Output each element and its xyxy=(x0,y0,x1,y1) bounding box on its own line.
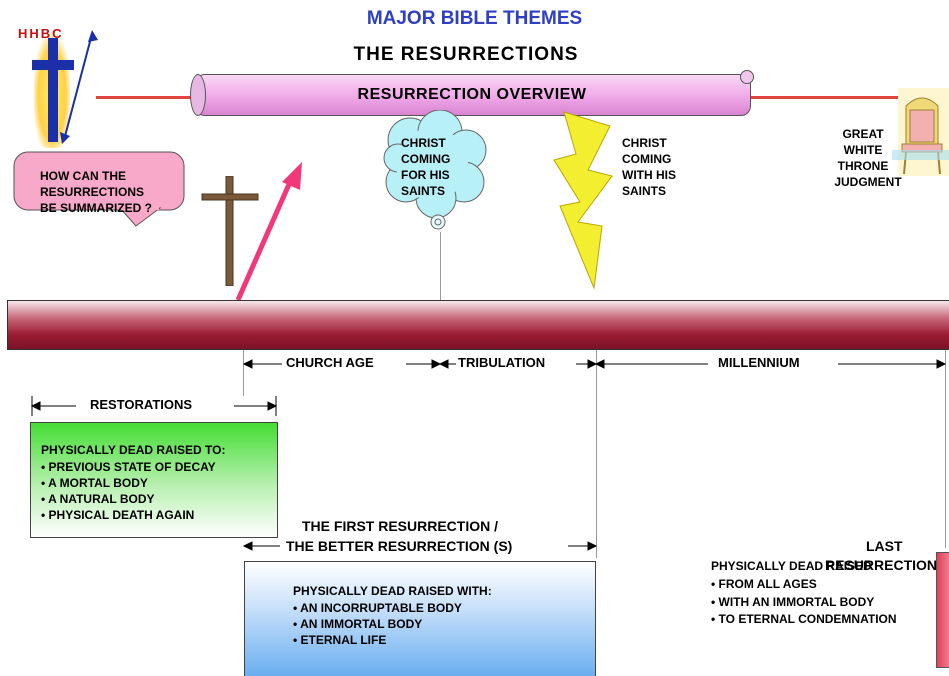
cloud-text-2: COMING xyxy=(401,152,451,166)
first-resurrection-title-2: THE BETTER RESURRECTION (S) xyxy=(286,538,513,554)
cloud-text-4: SAINTS xyxy=(401,184,446,198)
throne-text-4: JUDGMENT xyxy=(834,175,902,189)
guide-line-tribulation-end xyxy=(596,348,597,558)
throne-text-2: WHITE xyxy=(843,143,883,157)
first-resurrection-arrow xyxy=(0,538,949,554)
throne-text-3: THRONE xyxy=(837,159,889,173)
lightning-text-4: SAINTS xyxy=(622,184,667,198)
subtitle: THE RESURRECTIONS xyxy=(353,44,579,65)
lightning-icon xyxy=(550,110,620,290)
timeline-bar xyxy=(7,300,949,350)
first-resurrection-title-1: THE FIRST RESURRECTION / xyxy=(302,518,499,534)
restorations-box: PHYSICALLY DEAD RAISED TO: • PREVIOUS ST… xyxy=(30,422,278,538)
scroll-curl-left xyxy=(190,74,206,116)
logo-text: HHBC xyxy=(18,26,64,41)
cloud-text-3: FOR HIS xyxy=(401,168,450,182)
callout-line-2: RESURRECTIONS xyxy=(40,185,145,199)
last-resurrection-item-3: • TO ETERNAL CONDEMNATION xyxy=(711,612,897,626)
first-resurrection-item-2: • AN IMMORTAL BODY xyxy=(293,617,423,631)
period-arrows xyxy=(0,354,949,374)
callout-line-3: BE SUMMARIZED ? xyxy=(40,201,152,215)
last-resurrection-item-2: • WITH AN IMMORTAL BODY xyxy=(711,595,875,609)
last-resurrection-box xyxy=(936,552,949,668)
main-title: MAJOR BIBLE THEMES xyxy=(366,8,583,29)
guide-line-millennium-end xyxy=(945,348,946,548)
overview-scroll xyxy=(195,74,751,116)
first-resurrection-item-1: • AN INCORRUPTABLE BODY xyxy=(293,601,462,615)
restorations-heading: PHYSICALLY DEAD RAISED TO: xyxy=(41,443,226,457)
restorations-item-1: • PREVIOUS STATE OF DECAY xyxy=(41,460,216,474)
period-church-age: CHURCH AGE xyxy=(286,355,374,370)
church-logo xyxy=(14,20,106,150)
period-tribulation: TRIBULATION xyxy=(458,355,546,370)
throne-text-1: GREAT xyxy=(842,127,884,141)
ascension-arrow-icon xyxy=(226,160,316,306)
lightning-text-2: COMING xyxy=(622,152,672,166)
lightning-text-1: CHRIST xyxy=(622,136,667,150)
last-resurrection-heading: PHYSICALLY DEAD RAISED xyxy=(711,559,872,573)
first-resurrection-heading: PHYSICALLY DEAD RAISED WITH: xyxy=(293,584,492,598)
last-resurrection-title-2: RESURRECTION xyxy=(825,557,938,573)
restorations-item-2: • A MORTAL BODY xyxy=(41,476,148,490)
cloud-text-1: CHRIST xyxy=(401,136,446,150)
restorations-item-4: • PHYSICAL DEATH AGAIN xyxy=(41,508,195,522)
restorations-item-3: • A NATURAL BODY xyxy=(41,492,155,506)
lightning-text-3: WITH HIS xyxy=(622,168,676,182)
guide-line-church-start xyxy=(243,348,244,396)
cross-icon xyxy=(48,38,58,142)
last-resurrection-title-1: LAST xyxy=(866,538,903,554)
cross-icon xyxy=(200,175,260,287)
scroll-label: RESURRECTION OVERVIEW xyxy=(357,86,587,103)
question-callout xyxy=(12,150,192,230)
last-resurrection-item-1: • FROM ALL AGES xyxy=(711,577,817,591)
first-resurrection-item-3: • ETERNAL LIFE xyxy=(293,633,387,647)
throne-icon xyxy=(892,86,949,178)
restorations-label: RESTORATIONS xyxy=(90,397,193,412)
cloud-icon xyxy=(380,109,490,240)
first-resurrection-box: PHYSICALLY DEAD RAISED WITH: • AN INCORR… xyxy=(244,561,596,676)
guide-line-cloud xyxy=(440,232,441,300)
callout-line-1: HOW CAN THE xyxy=(40,169,126,183)
scroll-curl-right xyxy=(740,70,754,84)
restorations-arrow xyxy=(0,396,300,416)
period-millennium: MILLENNIUM xyxy=(718,355,800,370)
